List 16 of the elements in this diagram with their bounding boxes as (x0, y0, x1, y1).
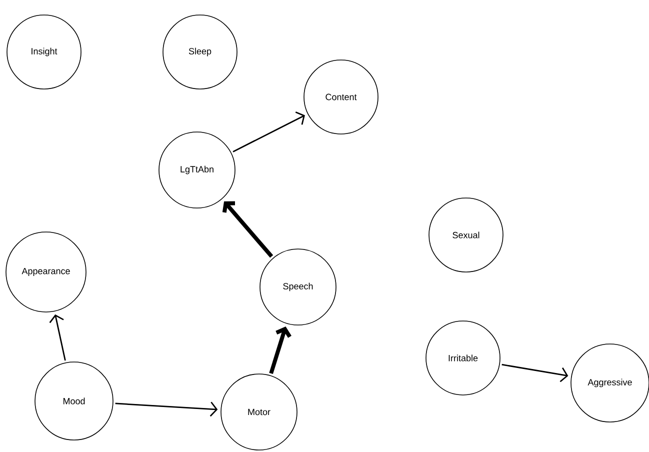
circle-node: Sleep (162, 14, 238, 90)
circle-node: Speech (260, 248, 336, 326)
arrow (115, 402, 218, 417)
circle-node: Sexual (428, 198, 504, 272)
circle-node: Motor (220, 374, 298, 450)
circle-node: Appearance (6, 232, 86, 312)
circle-node: Mood (34, 362, 114, 440)
arrow (232, 112, 305, 152)
arrow (222, 201, 274, 258)
circle-node: Content (304, 60, 378, 134)
arrow (269, 326, 292, 374)
arrow (49, 314, 66, 361)
arrow (502, 364, 568, 382)
circle-node: LgTtAbn (158, 132, 236, 208)
circle-node: Insight (6, 14, 82, 90)
circle-node: Irritable (426, 320, 500, 396)
